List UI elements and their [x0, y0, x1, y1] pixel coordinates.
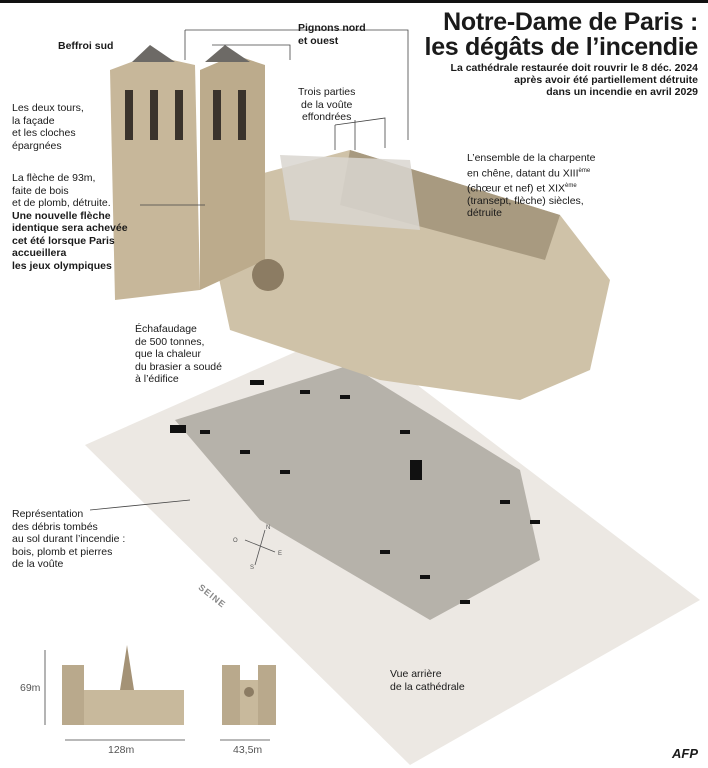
label-line: Représentation	[12, 508, 84, 520]
superscript: ème	[578, 167, 591, 174]
title-line: Notre-Dame de Paris :	[443, 8, 698, 36]
label-line: effondrées	[301, 111, 352, 123]
label-line: des débris tombés	[12, 520, 98, 533]
label-line: Pignons nord	[298, 22, 366, 34]
top-bar	[0, 0, 708, 3]
label-line: de la cathédrale	[390, 680, 465, 693]
label-line: de la voûte	[12, 558, 64, 570]
tower-roof	[132, 45, 175, 62]
side-elevation	[62, 645, 184, 725]
label-line: La flèche de 93m,	[12, 172, 96, 184]
label-line: Une nouvelle flèche	[12, 209, 111, 222]
dimension-height: 69m	[20, 682, 41, 694]
label-line: L’ensemble de la charpente	[467, 152, 596, 164]
label-line: et de plomb, détruite.	[12, 197, 111, 209]
label-fleche: La flèche de 93m, faite de bois et de pl…	[12, 172, 128, 272]
label-line: de la voûte	[301, 98, 353, 111]
label-line: faite de bois	[12, 184, 69, 197]
page-title: Notre-Dame de Paris : les dégâts de l’in…	[424, 8, 699, 61]
tower-roof	[205, 45, 250, 62]
pillars	[170, 380, 540, 604]
label-line: de 500 tonnes,	[135, 335, 205, 348]
compass-n: N	[266, 525, 271, 531]
label-line: au sol durant l’incendie :	[12, 533, 126, 545]
dimension-width: 43,5m	[233, 744, 263, 756]
compass-o: O	[233, 538, 238, 544]
tower-windows	[125, 90, 246, 140]
label-line: Échafaudage	[135, 323, 197, 335]
label-line: Les deux tours,	[12, 102, 84, 114]
label-line: détruite	[467, 207, 503, 219]
subtitle-line: après avoir été partiellement détruite	[514, 74, 698, 86]
label-line: et les cloches	[12, 127, 76, 139]
label-line: la façade	[12, 114, 55, 127]
label-line: cet été lorsque Paris	[12, 234, 115, 247]
label-pignons: Pignons nord et ouest	[298, 22, 366, 47]
afp-logo: AFP	[672, 746, 698, 761]
subtitle-line: La cathédrale restaurée doit rouvrir le …	[450, 62, 698, 74]
label-line: en chêne, datant du XIIIème	[467, 165, 595, 180]
label-line: à l’édifice	[135, 373, 179, 385]
label-voute: Trois parties de la voûte effondrées	[298, 86, 355, 124]
label-charpente: L’ensemble de la charpente en chêne, dat…	[467, 152, 595, 220]
scaffolding	[280, 155, 420, 230]
label-line: bois, plomb et pierres	[12, 545, 113, 558]
label-line: du brasier a soudé	[135, 360, 222, 373]
label-debris: Représentation des débris tombés au sol …	[12, 508, 125, 571]
label-vue-arriere: Vue arrière de la cathédrale	[390, 668, 465, 693]
debris-floorplan	[175, 365, 540, 620]
front-elevation	[222, 665, 276, 725]
label-tours: Les deux tours, la façade et les cloches…	[12, 102, 84, 152]
label-line: les jeux olympiques	[12, 259, 112, 272]
subtitle: La cathédrale restaurée doit rouvrir le …	[451, 62, 698, 98]
tower-north	[200, 55, 265, 290]
label-text: en chêne, datant du XIII	[467, 167, 579, 179]
label-line: que la chaleur	[135, 348, 201, 360]
title-line: les dégâts de l’incendie	[424, 33, 699, 61]
label-line: (transept, flèche) siècles,	[467, 194, 584, 207]
label-line: Trois parties	[298, 86, 356, 98]
superscript: ème	[565, 182, 577, 189]
compass-e: E	[278, 551, 283, 557]
compass	[244, 529, 276, 566]
label-line: accueillera	[12, 247, 67, 259]
label-line: (chœur et nef) et XIXème	[467, 180, 595, 195]
rose-window	[252, 259, 284, 291]
label-line: identique sera achevée	[12, 222, 128, 234]
label-line: Vue arrière	[390, 668, 442, 680]
leader-lines	[44, 29, 409, 741]
compass-s: S	[250, 565, 255, 571]
label-echafaudage: Échafaudage de 500 tonnes, que la chaleu…	[135, 323, 222, 386]
label-beffroi: Beffroi sud	[58, 40, 114, 52]
dimension-length: 128m	[108, 744, 135, 756]
subtitle-line: dans un incendie en avril 2029	[546, 86, 698, 98]
label-line: et ouest	[298, 34, 339, 47]
label-line: épargnées	[12, 139, 62, 152]
label-text: (chœur et nef) et XIX	[467, 182, 566, 194]
